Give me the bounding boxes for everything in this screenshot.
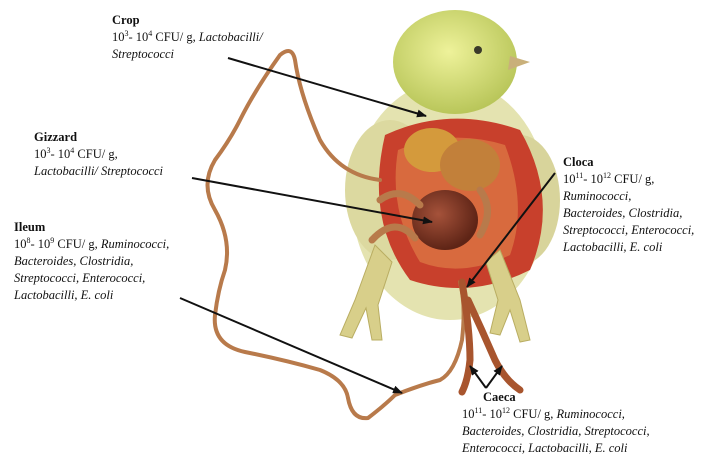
caeca-title: Caeca — [483, 389, 516, 406]
crop-bacteria-2: Streptococci — [112, 47, 174, 61]
cloca-title: Cloca — [563, 154, 694, 171]
crop-title: Crop — [112, 12, 263, 29]
crop-unit: CFU/ g, — [152, 30, 199, 44]
cloca-bacteria-3: Streptococci, Enterococci, — [563, 223, 694, 237]
gizzard-count-hi: - 10 — [51, 147, 71, 161]
gizzard-title: Gizzard — [34, 129, 163, 146]
ileum-annotation: Ileum 108- 109 CFU/ g, Ruminococci, Bact… — [14, 219, 169, 304]
chick-head — [393, 10, 530, 114]
cloca-count-lo: 10 — [563, 172, 576, 186]
caeca-exp-hi: 12 — [502, 406, 510, 415]
cloca-count-hi: - 10 — [583, 172, 603, 186]
crop-count-lo: 10 — [112, 30, 125, 44]
caeca-bacteria-1: Ruminococci, — [557, 407, 625, 421]
cloca-unit: CFU/ g, — [611, 172, 654, 186]
caeca-unit: CFU/ g, — [510, 407, 557, 421]
cloca-bacteria-1: Ruminococci, — [563, 189, 631, 203]
caeca-title-wrap: Caeca — [483, 389, 516, 406]
ileum-bacteria-4: Lactobacilli, E. coli — [14, 288, 113, 302]
caeca-bacteria-2: Bacteroides, Clostridia, Streptococci, — [462, 424, 650, 438]
crop-bacteria-1: Lactobacilli/ — [199, 30, 263, 44]
caeca-count-lo: 10 — [462, 407, 475, 421]
cloca-bacteria-4: Lactobacilli, E. coli — [563, 240, 662, 254]
gizzard-annotation: Gizzard 103- 104 CFU/ g, Lactobacilli/ S… — [34, 129, 163, 180]
caeca-annotation: 1011- 1012 CFU/ g, Ruminococci, Bacteroi… — [462, 406, 650, 457]
gizzard-count-lo: 10 — [34, 147, 47, 161]
ileum-count-lo: 10 — [14, 237, 27, 251]
caeca-count-hi: - 10 — [482, 407, 502, 421]
caeca-arrow-left — [470, 366, 486, 388]
ileum-title: Ileum — [14, 219, 169, 236]
crop-annotation: Crop 103- 104 CFU/ g, Lactobacilli/ Stre… — [112, 12, 263, 63]
gizzard-unit: CFU/ g, — [74, 147, 117, 161]
cloca-bacteria-2: Bacteroides, Clostridia, — [563, 206, 682, 220]
ileum-unit: CFU/ g, — [54, 237, 101, 251]
gizzard-bacteria-1: Lactobacilli/ Streptococci — [34, 164, 163, 178]
crop-count-hi: - 10 — [129, 30, 149, 44]
cloca-exp-hi: 12 — [603, 171, 611, 180]
ileum-bacteria-2: Bacteroides, Clostridia, — [14, 254, 133, 268]
ileum-count-hi: - 10 — [31, 237, 51, 251]
cloca-annotation: Cloca 1011- 1012 CFU/ g, Ruminococci, Ba… — [563, 154, 694, 256]
ileum-bacteria-1: Ruminococci, — [101, 237, 169, 251]
ileum-bacteria-3: Streptococci, Enterococci, — [14, 271, 145, 285]
caeca-arrow-right — [486, 366, 502, 388]
caeca-bacteria-3: Enterococci, Lactobacilli, E. coli — [462, 441, 627, 455]
